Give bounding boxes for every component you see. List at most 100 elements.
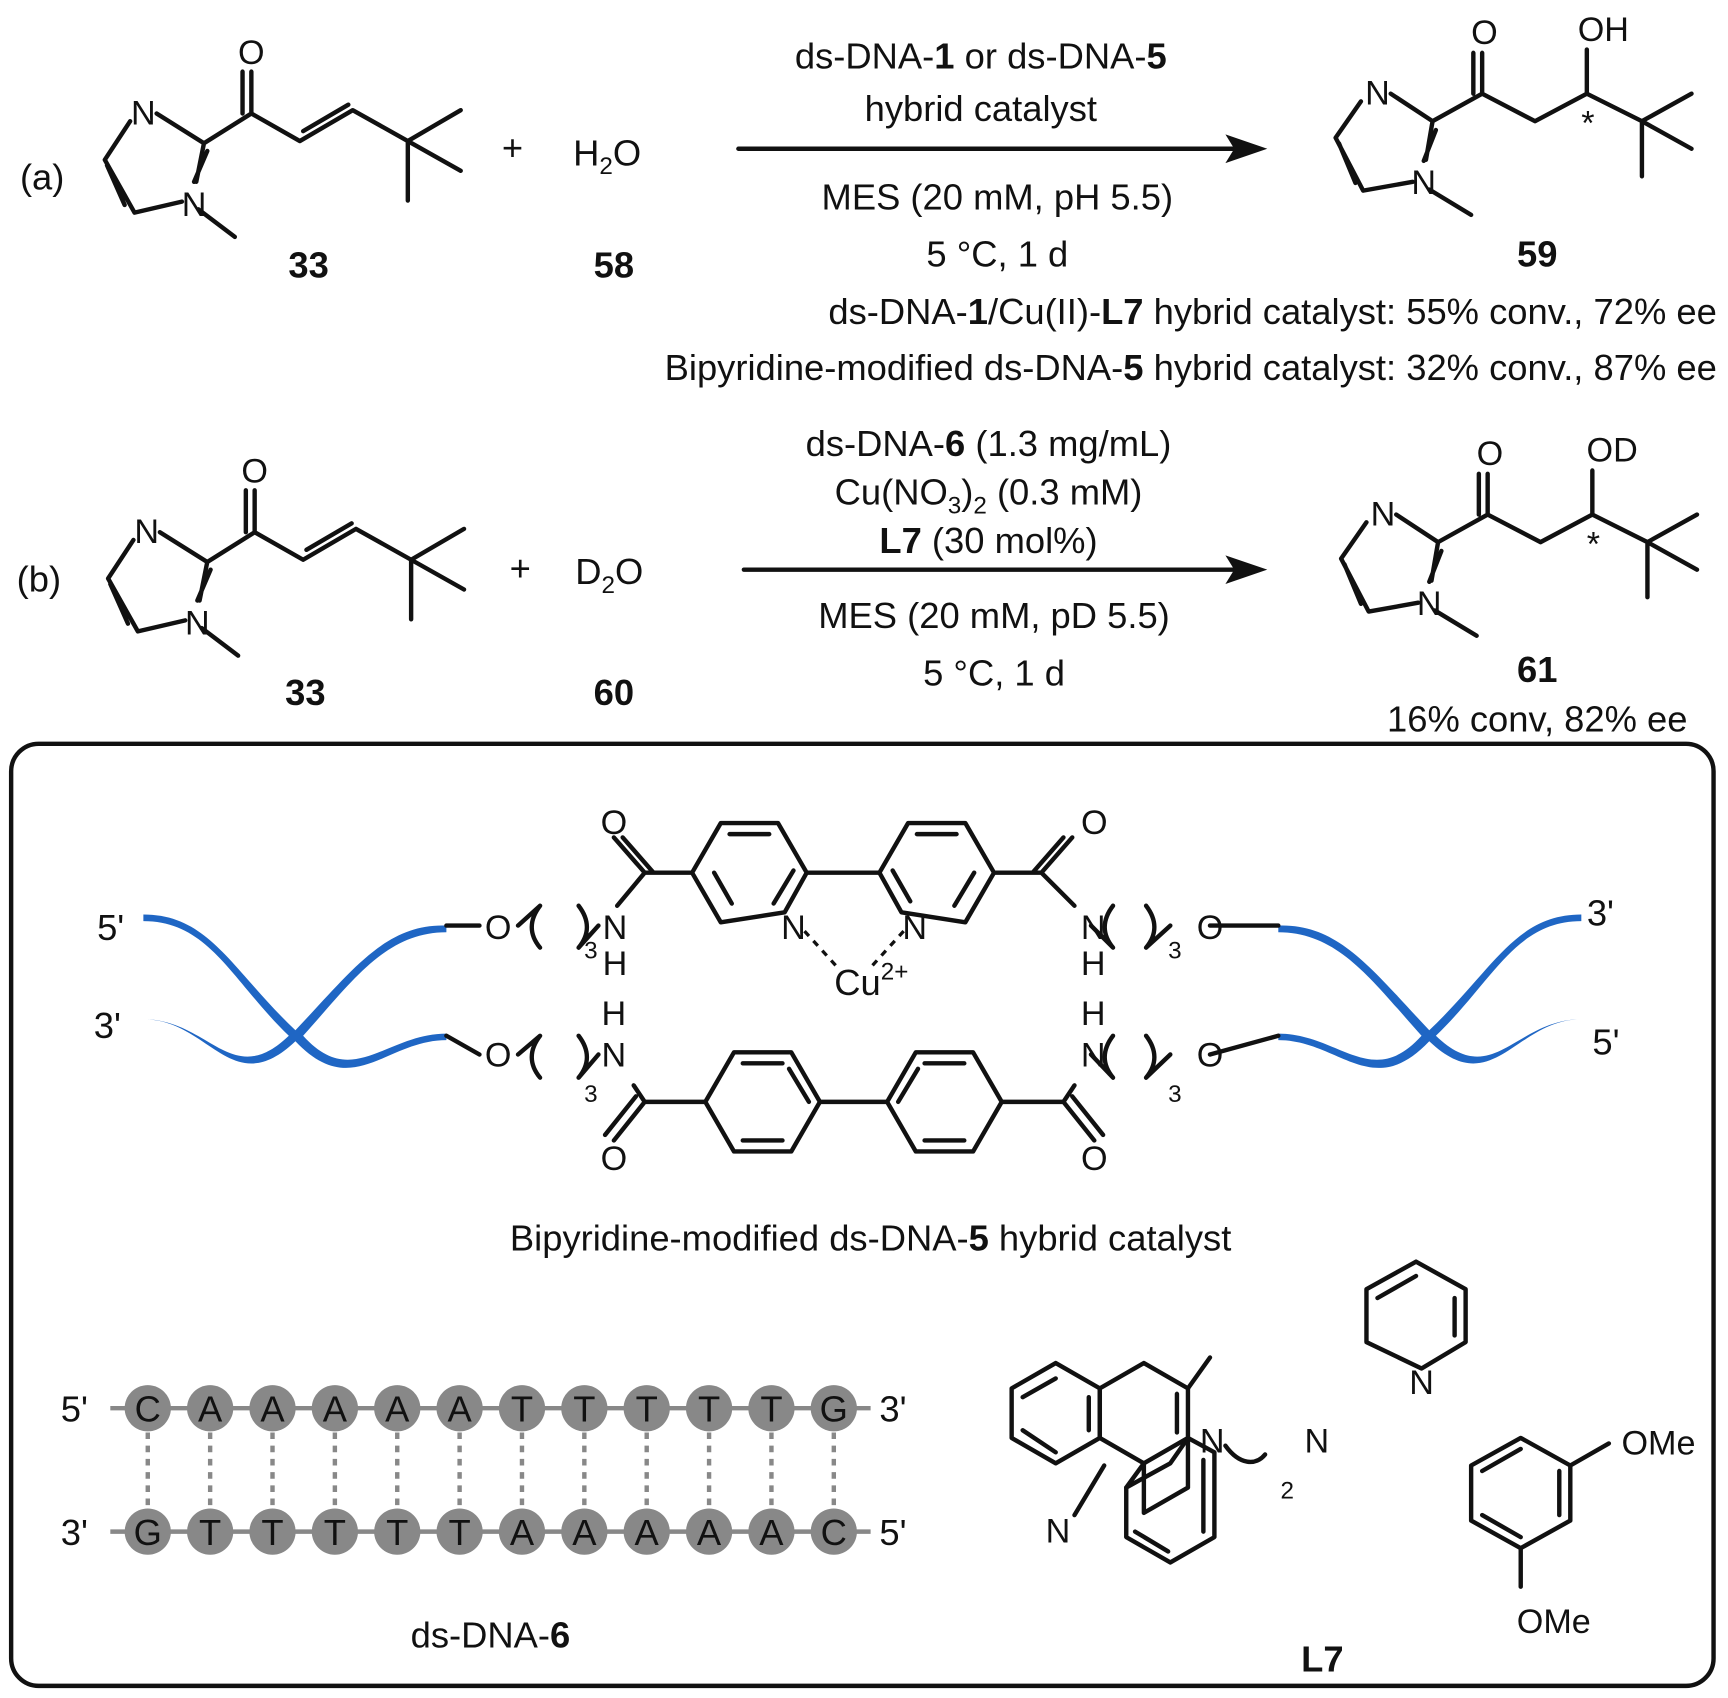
nucleotide-circle [748,1385,795,1432]
nucleotide-letter: A [510,1512,535,1553]
strand-end-5-prime: 5' [61,1388,88,1429]
atom-h: H [1081,945,1106,983]
methylene-count: 3 [1168,1081,1181,1108]
compound-id: 33 [288,245,328,286]
atom-n: N [1200,1422,1225,1460]
nucleotide-circle [685,1508,733,1555]
condition-buffer: MES (20 mM, pH 5.5) [822,176,1174,217]
ligand-l7-structure: N N N N 2 OMe OMe [1009,1259,1695,1641]
atom-n: N [603,909,628,947]
scheme-b-label: (b) [17,559,61,600]
result-line: 16% conv, 82% ee [1387,699,1688,740]
nucleotide-circle [374,1508,421,1555]
atom-n: N [1411,164,1436,202]
deuteroxyl-label: OD [1587,432,1638,470]
nucleotide-letter: A [447,1388,472,1429]
atom-n: N [1417,585,1442,623]
atom-n: N [1046,1513,1071,1551]
atom-o: O [485,909,512,947]
compound-id: 58 [594,245,634,286]
compound-61-structure: N N O OD * [1338,432,1700,638]
benzene-ring [884,1050,1004,1154]
stereocenter-mark: * [1587,525,1600,563]
hydroxyl-label: OH [1578,11,1629,49]
atom-n: N [131,95,156,133]
nucleotide-circle [187,1385,234,1432]
dna-helix-right [1278,914,1582,1068]
atom-n: N [902,909,927,947]
atom-o: O [238,34,265,72]
atom-o: O [601,804,628,842]
reagent-water: H2O [573,132,641,180]
nucleotide-circle [311,1385,359,1432]
l7-label: L7 [1301,1639,1343,1680]
condition-catalyst: ds-DNA-1 or ds-DNA-5 [795,35,1167,76]
nucleotide-letter: G [820,1388,848,1429]
strand-end-3-prime: 3' [94,1005,121,1046]
atom-n: N [1365,75,1390,113]
nucleotide-circle [311,1508,359,1555]
nucleotide-letter: C [135,1388,161,1429]
result-line-1: ds-DNA-1/Cu(II)-L7 hybrid catalyst: 55% … [828,291,1716,332]
compound-id: 59 [1517,234,1557,275]
atom-n: N [1081,1037,1106,1075]
condition-ligand: L7 (30 mol%) [879,520,1097,561]
strand-end-3-prime: 3' [61,1512,88,1553]
scheme-a-label: (a) [20,157,64,198]
atom-h: H [603,945,628,983]
reagent-d2o: D2O [575,551,643,599]
nucleotide-letter: T [698,1388,720,1429]
compound-id: 61 [1517,649,1557,690]
nucleotide-letter: A [572,1512,597,1553]
atom-o: O [1197,909,1224,947]
atom-h: H [1081,995,1106,1033]
plus-sign: + [510,548,531,589]
atom-o: O [1081,1140,1108,1178]
atom-n: N [1371,496,1396,534]
arrow-head [1225,134,1268,164]
nucleotide-letter: T [760,1388,782,1429]
atom-n: N [1305,1422,1330,1460]
methylene-count: 2 [1281,1478,1294,1505]
atom-n: N [1409,1364,1434,1402]
atom-o: O [1471,14,1498,52]
nucleotide-circle [187,1508,234,1555]
compound-33-structure: N N O [105,453,467,658]
nucleotide-letter: T [636,1388,658,1429]
methoxy-label: OMe [1517,1603,1591,1641]
nucleotide-circle [498,1385,546,1432]
methoxy-label: OMe [1621,1424,1695,1462]
atom-o: O [1197,1037,1224,1075]
condition-buffer: MES (20 mM, pD 5.5) [818,595,1170,636]
nucleotide-letter: T [573,1388,595,1429]
bipyridine-caption: Bipyridine-modified ds-DNA-5 hybrid cata… [510,1218,1231,1259]
nucleotide-letter: C [821,1512,847,1553]
nucleotide-circle [748,1508,795,1555]
atom-n: N [182,186,207,224]
atom-o: O [241,453,268,491]
nucleotide-letter: A [323,1388,348,1429]
arrow-head [1225,555,1268,584]
nucleotide-circle [249,1508,296,1555]
condition-temp: 5 °C, 1 d [926,234,1068,275]
atom-o: O [1081,804,1108,842]
strand-end-5-prime: 5' [879,1512,906,1553]
nucleotide-circle [685,1385,733,1432]
atom-n: N [134,513,159,551]
pyridine-ring [689,820,809,925]
nucleotide-circle [623,1385,670,1432]
nucleotide-circle [436,1385,483,1432]
nucleotide-circle [124,1508,171,1555]
scheme-b: (b) N N O 33 + D2O 60 ds-DNA-6 (1.3 mg/m… [17,423,1700,740]
nucleotide-circle [498,1508,546,1555]
stereocenter-mark: * [1581,104,1594,142]
ds-dna-6-label: ds-DNA-6 [411,1614,571,1655]
dna-helix-left [143,914,447,1068]
nucleotide-circle [561,1385,608,1432]
condition-copper: Cu(NO3)2 (0.3 mM) [835,472,1143,520]
condition-temp: 5 °C, 1 d [923,652,1065,693]
atom-o: O [1477,435,1504,473]
condition-dna: ds-DNA-6 (1.3 mg/mL) [806,423,1172,464]
